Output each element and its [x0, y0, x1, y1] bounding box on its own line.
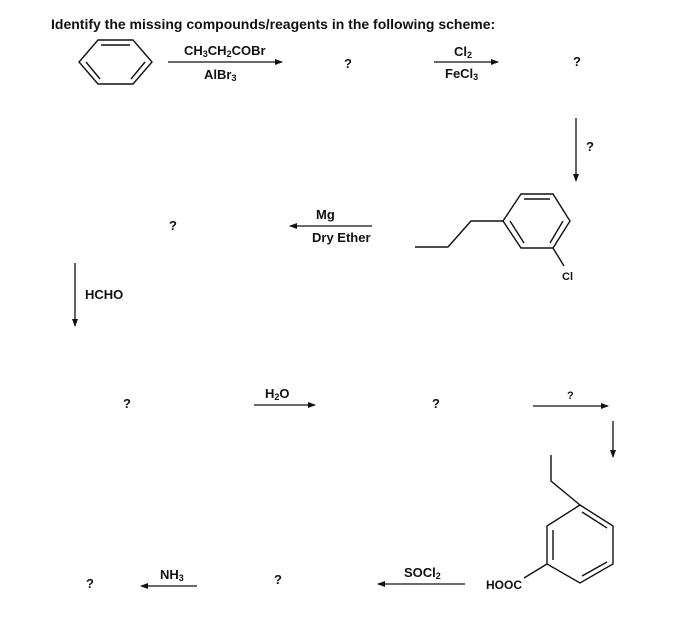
benzene-structure [78, 39, 153, 85]
reagent-formaldehyde: HCHO [85, 288, 123, 302]
reagent-chlorine: Cl2 [454, 45, 472, 62]
reagent-ferric-chloride: FeCl3 [445, 67, 478, 84]
chloropropylbenzene-structure [415, 193, 571, 267]
reagent-text: SOCl2 [404, 565, 441, 582]
atom-label-cooh: HOOC [486, 578, 522, 592]
reagent-thionyl-chloride: SOCl2 [404, 566, 441, 583]
reagent-dry-ether: Dry Ether [312, 231, 371, 245]
unknown-reagent-3: ? [586, 139, 594, 154]
question-title: Identify the missing compounds/reagents … [51, 16, 496, 32]
reagent-text: AlBr3 [204, 67, 237, 84]
reagent-text: H2O [265, 386, 290, 403]
unknown-product-2: ? [573, 54, 581, 69]
reagent-text: FeCl3 [445, 66, 479, 83]
reagent-aluminium-bromide: AlBr3 [204, 68, 236, 85]
unknown-product-4: ? [169, 218, 177, 233]
atom-label-chlorine: Cl [562, 271, 573, 283]
reagent-text: Dry Ether [312, 230, 371, 245]
unknown-product-1: ? [344, 56, 352, 71]
reagent-water: H2O [265, 387, 290, 404]
reagent-acyl-bromide: CH3CH2COBr [184, 44, 266, 61]
unknown-product-6: ? [432, 396, 440, 411]
unknown-product-8: ? [274, 572, 282, 587]
unknown-reagent-7: ? [567, 390, 574, 402]
reagent-text: CH3CH2COBr [184, 43, 266, 60]
reagent-text: NH3 [160, 567, 184, 584]
propylbenzoic-acid-structure [523, 455, 614, 584]
reagent-text: Mg [316, 207, 335, 222]
reagent-text: Cl2 [454, 44, 473, 61]
reagent-magnesium: Mg [316, 208, 335, 222]
unknown-product-5: ? [123, 396, 131, 411]
reagent-ammonia: NH3 [160, 568, 184, 585]
unknown-product-9: ? [86, 576, 94, 591]
reagent-text: HCHO [85, 287, 124, 302]
